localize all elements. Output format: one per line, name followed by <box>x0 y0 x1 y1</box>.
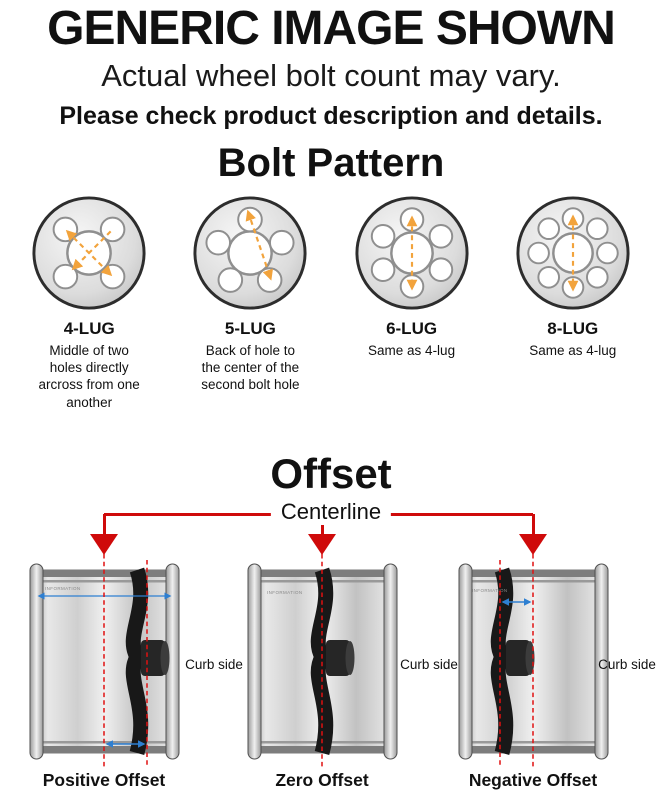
hub <box>326 640 350 676</box>
bolt-item-6lug: 6-LUG Same as 4-lug <box>334 194 490 411</box>
bolt-label-6lug: 6-LUG <box>386 319 438 339</box>
rim-lip-left <box>247 563 262 760</box>
rim-lip-left <box>29 563 44 760</box>
curb-side-label-1: Curb side <box>185 657 243 672</box>
bolt-pattern-row: 4-LUG Middle of two holes directly arcro… <box>0 194 662 411</box>
bolt-pattern-5lug-diagram <box>193 196 307 310</box>
rim-lip-left <box>458 563 473 760</box>
centerline-label: Centerline <box>270 499 392 525</box>
bolt-desc-8lug: Same as 4-lug <box>529 343 617 359</box>
bolt-item-5lug: 5-LUG Back of hole to the center of the … <box>172 194 328 411</box>
spoke-face <box>125 567 149 755</box>
bolt-pattern-6lug-diagram <box>355 196 469 310</box>
offset-section: Offset Centerline INFORMATION I <box>0 450 662 802</box>
bolt-item-4lug: 4-LUG Middle of two holes directly arcro… <box>11 194 167 411</box>
hub <box>506 640 530 676</box>
measurement-lines <box>66 229 113 277</box>
bolt-pattern-4lug-diagram <box>32 196 146 310</box>
bolt-pattern-8lug-diagram <box>516 196 630 310</box>
page-note: Please check product description and det… <box>59 102 603 131</box>
bolt-label-5lug: 5-LUG <box>224 319 276 339</box>
offset-heading: Offset <box>270 450 392 497</box>
positive-offset-diagram: INFORMATION <box>29 554 180 769</box>
centerline-marker-right-icon <box>519 534 547 555</box>
rim-lip-right <box>383 563 398 760</box>
page-subtitle: Actual wheel bolt count may vary. <box>101 57 561 93</box>
negative-offset-label: Negative Offset <box>468 770 598 790</box>
lug-holes <box>370 207 453 299</box>
zero-offset-diagram: INFORMATION <box>247 554 398 769</box>
centerline-marker-middle-icon <box>308 534 336 555</box>
rim-lip-right <box>594 563 609 760</box>
centerline-connector-right <box>532 514 535 535</box>
positive-offset-label: Positive Offset <box>42 770 166 790</box>
bolt-desc-4lug: Middle of two holes directly arcross fro… <box>38 343 140 410</box>
bolt-desc-6lug: Same as 4-lug <box>368 343 456 359</box>
barrel-watermark: INFORMATION <box>45 586 81 591</box>
barrel-watermark: INFORMATION <box>472 588 508 593</box>
curb-side-label-3: Curb side <box>598 657 656 672</box>
bolt-desc-5lug: Back of hole to the center of the second… <box>201 343 300 393</box>
page-title: GENERIC IMAGE SHOWN <box>47 2 616 55</box>
barrel-watermark: INFORMATION <box>267 590 303 595</box>
centerline-connector-left <box>103 514 106 535</box>
zero-offset-label: Zero Offset <box>275 770 369 790</box>
bolt-item-8lug: 8-LUG Same as 4-lug <box>495 194 651 411</box>
centerline-marker-left-icon <box>90 534 118 555</box>
curb-side-label-2: Curb side <box>400 657 458 672</box>
bolt-label-4lug: 4-LUG <box>63 319 115 339</box>
bolt-label-8lug: 8-LUG <box>547 319 599 339</box>
measurement-lines <box>246 209 274 281</box>
negative-offset-diagram: INFORMATION <box>458 554 609 769</box>
bolt-pattern-heading: Bolt Pattern <box>217 141 445 186</box>
